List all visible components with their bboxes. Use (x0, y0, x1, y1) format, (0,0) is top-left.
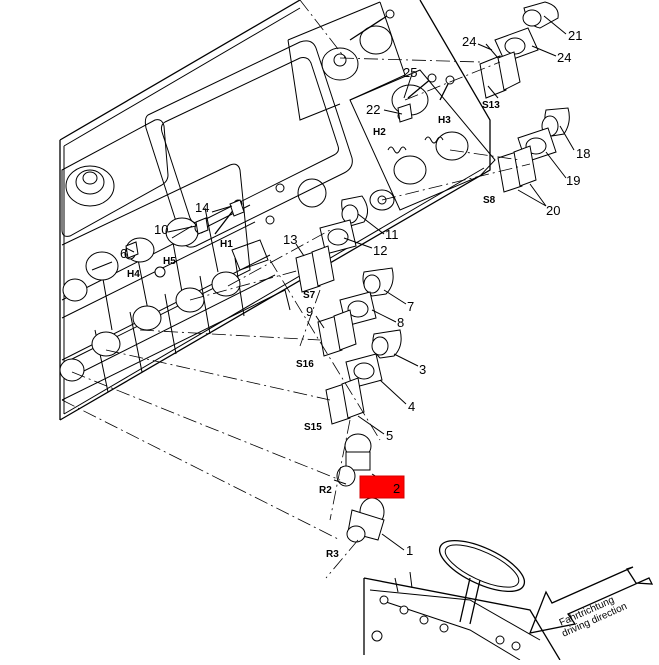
part-label-23: 24 (557, 50, 571, 65)
leader-lines (125, 15, 575, 551)
part-label-12: 12 (373, 243, 387, 258)
code-label-h2: H2 (373, 127, 386, 138)
code-label-s15: S15 (304, 422, 322, 433)
code-label-h5: H5 (163, 256, 176, 267)
part-label-9: 9 (306, 304, 313, 319)
part-label-3: 3 (419, 362, 426, 377)
part-label-5: 5 (386, 428, 393, 443)
code-label-h1: H1 (220, 239, 233, 250)
code-label-r3: R3 (326, 549, 339, 560)
code-label-h3: H3 (438, 115, 451, 126)
part-number-labels: 21 24 24 18 19 20 11 12 13 7 8 9 3 4 5 2… (120, 28, 590, 558)
part-label-2: 2 (393, 481, 400, 496)
exploded-components (125, 1, 570, 543)
part-label-8: 8 (397, 315, 404, 330)
code-label-s16: S16 (296, 359, 314, 370)
part-label-14: 14 (195, 200, 209, 215)
code-label-s7: S7 (303, 290, 316, 301)
driving-direction-arrow (528, 566, 654, 634)
steering-dashboard (363, 539, 561, 661)
part-label-1: 1 (406, 543, 413, 558)
part-label-22: 21 (568, 28, 582, 43)
part-label-4: 4 (408, 399, 415, 414)
part-label-21: 22 (366, 102, 380, 117)
part-label-18: 18 (576, 146, 590, 161)
direction-text: Fahrtrichtung driving direction (558, 595, 629, 640)
code-label-r2: R2 (319, 485, 332, 496)
part-label-10: 10 (154, 222, 168, 237)
code-label-s13: S13 (482, 100, 500, 111)
part-label-7: 7 (407, 299, 414, 314)
highlight-box (359, 475, 405, 499)
code-label-h4: H4 (127, 269, 140, 280)
part-label-25: 25 (403, 65, 417, 80)
part-label-19: 19 (566, 173, 580, 188)
part-label-13: 13 (283, 232, 297, 247)
assembly-lines (61, 0, 531, 579)
code-label-s8: S8 (483, 195, 496, 206)
control-console-panel (59, 0, 496, 421)
part-label-11: 11 (385, 227, 399, 242)
part-label-20: 20 (546, 203, 560, 218)
component-code-labels: S13 S8 S7 S16 S15 H1 H2 H3 H4 H5 R2 R3 (127, 100, 500, 560)
part-label-6: 6 (120, 246, 127, 261)
part-label-24: 24 (462, 34, 476, 49)
